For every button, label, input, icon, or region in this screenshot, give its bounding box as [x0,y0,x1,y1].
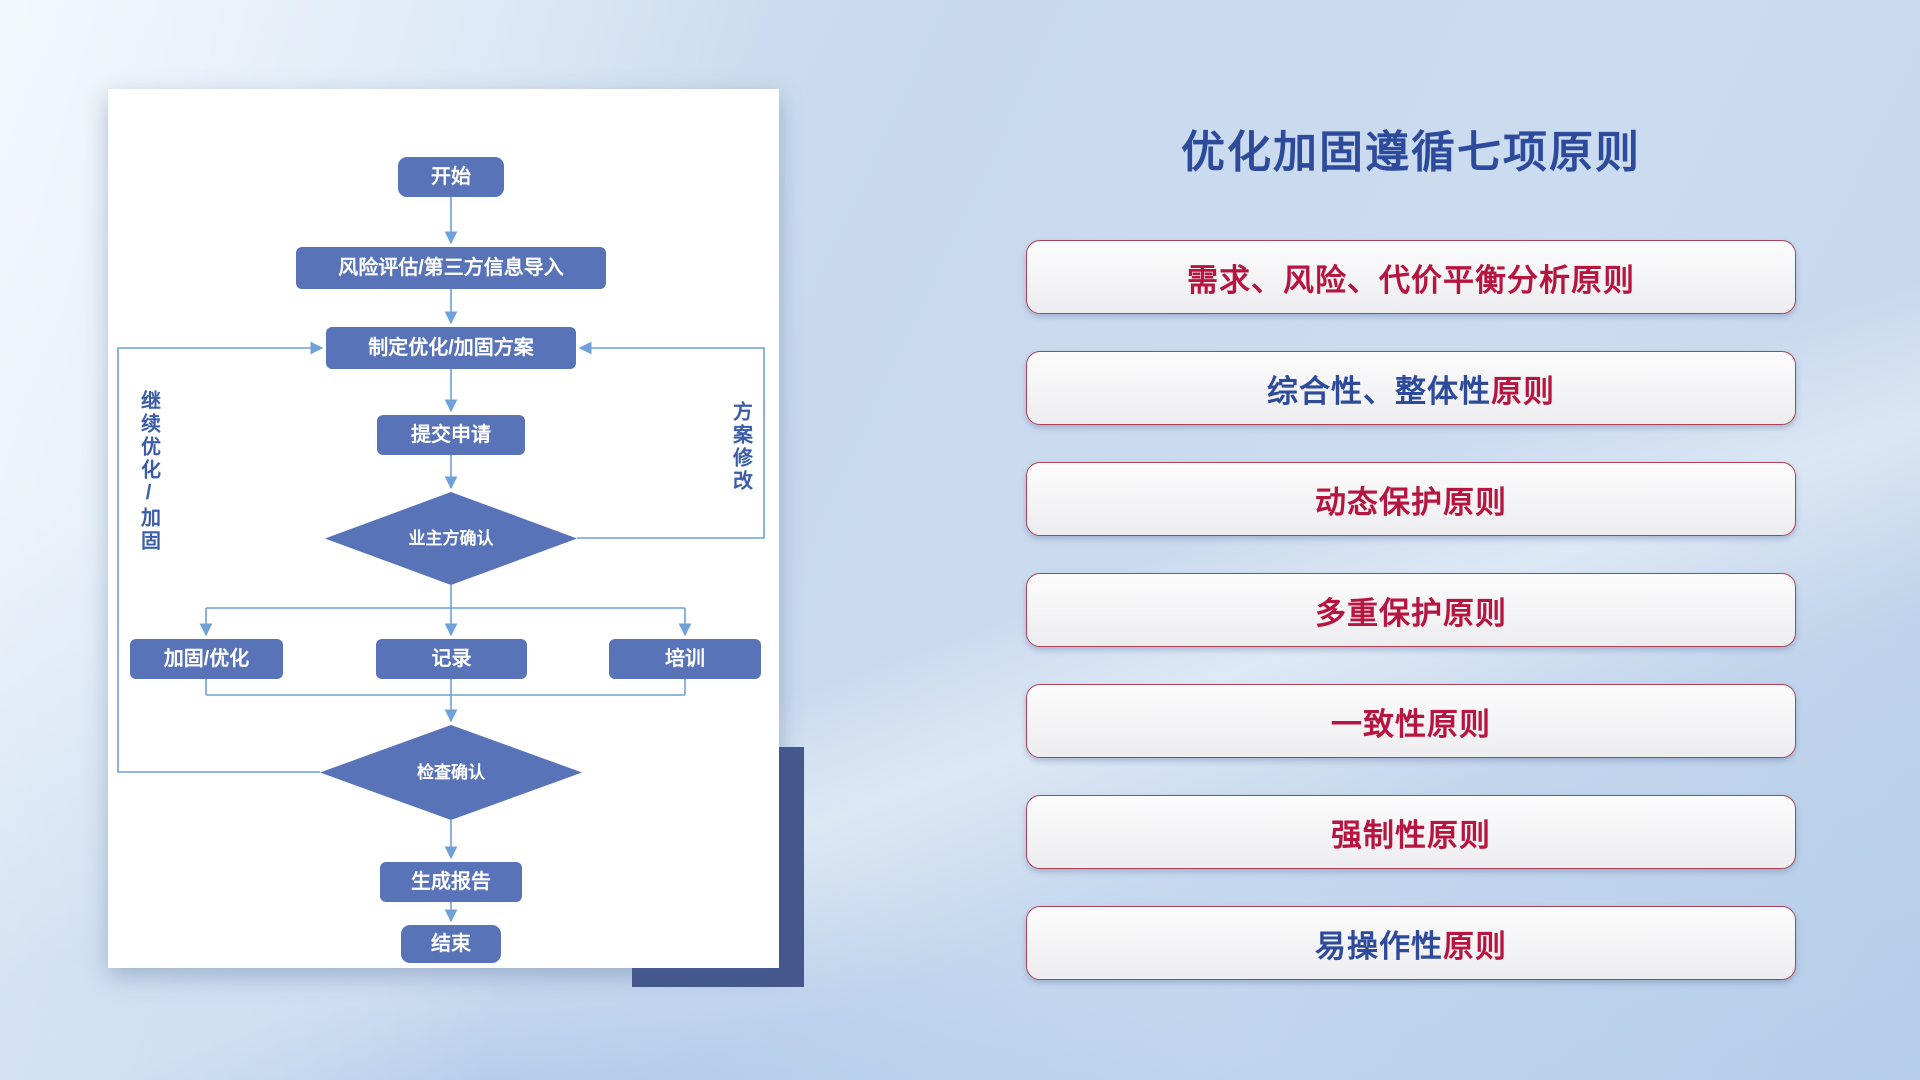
principle-pill-3: 动态保护原则 [1026,462,1796,536]
principle-pill-4: 多重保护原则 [1026,573,1796,647]
principle-pill-2: 综合性、整体性原则 [1026,351,1796,425]
flowchart-connectors [117,197,765,923]
principle-text-segment: 综合性、整体性 [1267,373,1491,409]
principle-pill-6: 强制性原则 [1026,795,1796,869]
principle-text-segment: 易操作性 [1315,928,1443,964]
principle-text-segment: 一致性原则 [1331,706,1491,742]
principle-pill-1: 需求、风险、代价平衡分析原则 [1026,240,1796,314]
principle-text-segment: 多重保护原则 [1315,595,1507,631]
flow-label-continue-loop: 继续优化/加固 [137,389,160,553]
flow-node-submit: 提交申请 [377,415,525,455]
flowchart-card: 开始 风险评估/第三方信息导入 制定优化/加固方案 提交申请 业主方确认 加固/… [108,89,779,968]
page-title: 优化加固遵循七项原则 [1181,128,1641,177]
principle-text-segment: 强制性原则 [1331,817,1491,853]
flow-label-plan-revision: 方案修改 [729,401,752,493]
principle-text-segment: 动态保护原则 [1315,484,1507,520]
flow-node-end: 结束 [401,925,501,963]
flow-node-training: 培训 [609,639,761,679]
principle-pill-7: 易操作性原则 [1026,906,1796,980]
flow-node-make-plan: 制定优化/加固方案 [326,327,576,369]
principle-text-segment: 原则 [1491,373,1555,409]
principle-text-segment: 原则 [1443,928,1507,964]
flow-node-start: 开始 [398,157,504,197]
flow-node-report: 生成报告 [380,862,522,902]
principle-text-segment: 需求、风险、代价平衡分析原则 [1187,262,1635,298]
flow-node-risk-import: 风险评估/第三方信息导入 [296,247,606,289]
flow-node-record: 记录 [376,639,527,679]
principle-pill-5: 一致性原则 [1026,684,1796,758]
flow-node-harden-optimize: 加固/优化 [130,639,283,679]
